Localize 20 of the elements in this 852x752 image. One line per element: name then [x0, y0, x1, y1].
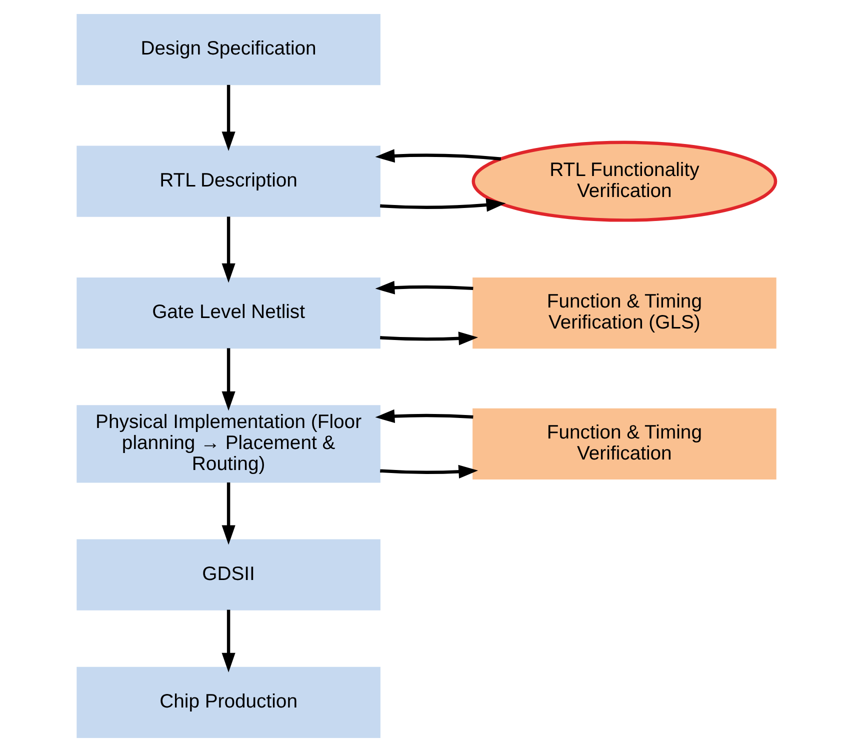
node-box: Function & Timing Verification (GLS) — [472, 278, 776, 349]
arrow — [374, 280, 473, 294]
arrow — [374, 149, 500, 163]
node-box: Physical Implementation (Floor planning → Placement & Routing) — [76, 405, 380, 483]
arrow — [221, 216, 235, 283]
arrow — [380, 332, 478, 346]
arrow — [221, 482, 235, 545]
arrow — [221, 348, 235, 411]
node-box: Function & Timing Verification — [472, 408, 776, 480]
node-box: Design Specification — [76, 14, 380, 86]
arrow — [380, 198, 506, 212]
arrow — [221, 610, 235, 672]
node-ellipse: RTL Functionality Verification — [471, 140, 777, 222]
arrow — [374, 409, 473, 423]
node-box: Chip Production — [76, 666, 380, 738]
arrow — [380, 464, 478, 478]
node-box: GDSII — [76, 539, 380, 610]
node-box: Gate Level Netlist — [76, 278, 380, 349]
node-box: RTL Description — [76, 146, 380, 217]
arrow — [221, 84, 235, 151]
